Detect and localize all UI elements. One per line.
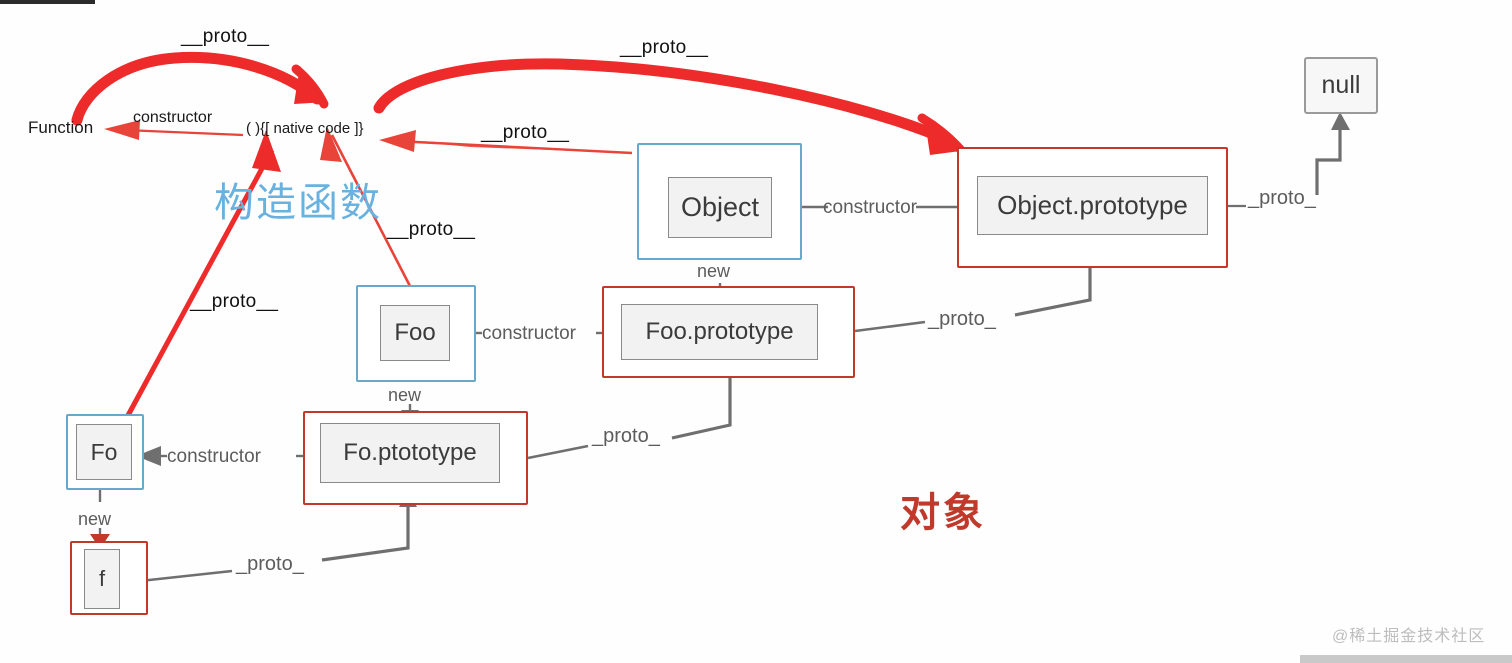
edge-label-proto-native-to-objectprototype: __proto__ xyxy=(620,37,709,58)
node-native-code[interactable]: ( ){[ native code ]} xyxy=(246,120,364,137)
edge-label-constructor-foo: constructor xyxy=(482,323,576,344)
grey-arrow-constructor-fo xyxy=(136,446,303,466)
node-object-prototype[interactable]: Object.prototype xyxy=(977,176,1208,235)
edge-label-constructor-fo: constructor xyxy=(167,446,261,467)
red-arrow-fo-to-native xyxy=(117,130,281,432)
edge-label-constructor-function: constructor xyxy=(133,109,213,126)
node-fo[interactable]: Fo xyxy=(76,424,132,480)
bottom-grey-bar xyxy=(1300,655,1512,663)
red-arrow-foo-to-native xyxy=(320,126,414,291)
annotation-constructor-cn: 构造函数 xyxy=(214,181,382,225)
edge-label-proto-object-to-native: __proto__ xyxy=(481,122,570,143)
red-arrow-constructor-function xyxy=(104,120,244,140)
node-null[interactable]: null xyxy=(1304,57,1378,114)
edge-label-proto-foo-to-native: __proto__ xyxy=(387,219,476,240)
edge-label-proto-objectprototype-to-null: _proto_ xyxy=(1248,187,1316,209)
edge-label-new-fo: new xyxy=(78,509,112,529)
edge-label-proto-fooprototype-to-objectprototype: _proto_ xyxy=(928,308,996,330)
red-arrow-function-to-native xyxy=(71,51,329,126)
annotation-object-cn: 对象 xyxy=(900,491,986,535)
edge-label-proto-foprototype-to-fooprototype: _proto_ xyxy=(592,425,660,447)
node-function[interactable]: Function xyxy=(28,118,94,137)
grey-arrow-objectprototype-to-null xyxy=(1228,112,1350,208)
node-object[interactable]: Object xyxy=(668,177,772,238)
node-fo-prototype[interactable]: Fo.ptototype xyxy=(320,423,500,483)
edge-label-new-object: new xyxy=(697,261,731,281)
edge-label-new-foo: new xyxy=(388,385,422,405)
red-arrow-native-to-objectprototype xyxy=(373,58,968,155)
edge-label-constructor-object: constructor xyxy=(823,197,917,218)
watermark: @稀土掘金技术社区 xyxy=(1332,628,1486,645)
node-f[interactable]: f xyxy=(84,549,120,609)
edge-label-proto-function-to-native: __proto__ xyxy=(181,26,270,47)
node-foo-prototype[interactable]: Foo.prototype xyxy=(621,304,818,360)
top-black-bar xyxy=(0,0,95,4)
red-arrow-object-to-native xyxy=(379,130,633,155)
node-foo[interactable]: Foo xyxy=(380,305,450,361)
edge-label-proto-f-to-foprototype: _proto_ xyxy=(236,553,304,575)
edge-label-proto-fo-to-native: __proto__ xyxy=(190,291,279,312)
